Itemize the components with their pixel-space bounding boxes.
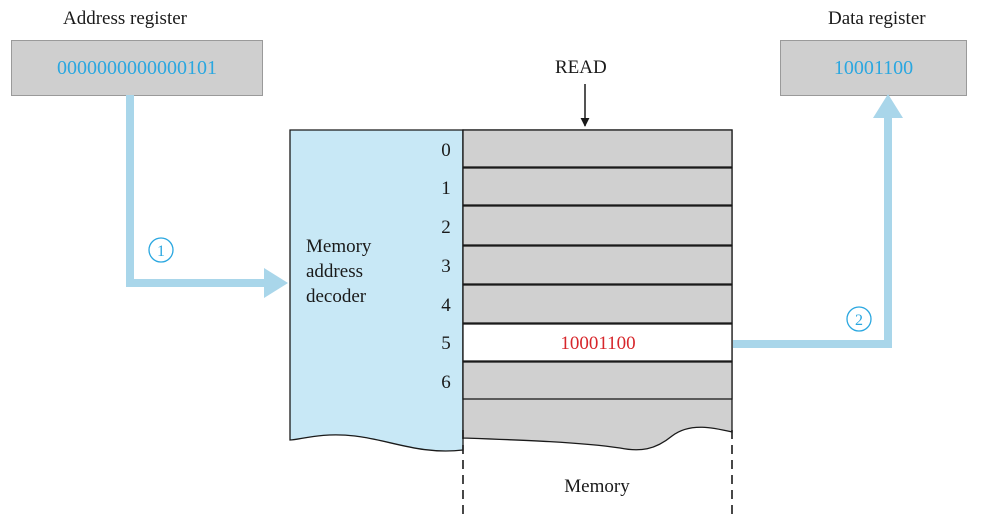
data-arrow-shaft xyxy=(733,116,892,348)
address-arrow-head xyxy=(264,268,288,298)
row-number: 1 xyxy=(441,178,451,199)
read-label: READ xyxy=(555,57,607,78)
memory-cell xyxy=(462,129,733,168)
data-register-value: 10001100 xyxy=(833,56,914,79)
memory-cell-selected xyxy=(462,323,733,362)
step-1-number: 1 xyxy=(157,243,165,260)
data-arrow-head xyxy=(873,94,903,118)
address-register-label: Address register xyxy=(63,8,187,29)
row-number: 3 xyxy=(441,256,451,277)
step-1-circle xyxy=(148,237,174,263)
row-number: 4 xyxy=(441,295,451,316)
memory-address-decoder xyxy=(289,129,464,452)
memory-cell xyxy=(462,205,733,246)
memory-cell xyxy=(462,245,733,285)
decoder-label-line: decoder xyxy=(306,286,367,307)
memory-label: Memory xyxy=(564,476,630,497)
address-register: 0000000000000101 xyxy=(11,40,263,96)
memory-cell xyxy=(462,361,733,400)
address-register-value: 0000000000000101 xyxy=(57,56,217,79)
row-number: 6 xyxy=(441,372,451,393)
step-2-number: 2 xyxy=(855,312,863,329)
address-arrow-shaft xyxy=(126,95,266,287)
memory-cells xyxy=(462,129,733,400)
data-register: 10001100 xyxy=(780,40,967,96)
memory-cell xyxy=(462,167,733,206)
selected-cell-value: 10001100 xyxy=(560,333,635,354)
memory-cell xyxy=(462,284,733,324)
row-number: 2 xyxy=(441,217,451,238)
step-2-circle xyxy=(846,306,872,332)
row-number: 0 xyxy=(441,140,451,161)
row-number: 5 xyxy=(441,333,451,354)
data-register-label: Data register xyxy=(828,8,926,29)
decoder-label-line: address xyxy=(306,261,363,282)
decoder-label-line: Memory xyxy=(306,236,372,257)
